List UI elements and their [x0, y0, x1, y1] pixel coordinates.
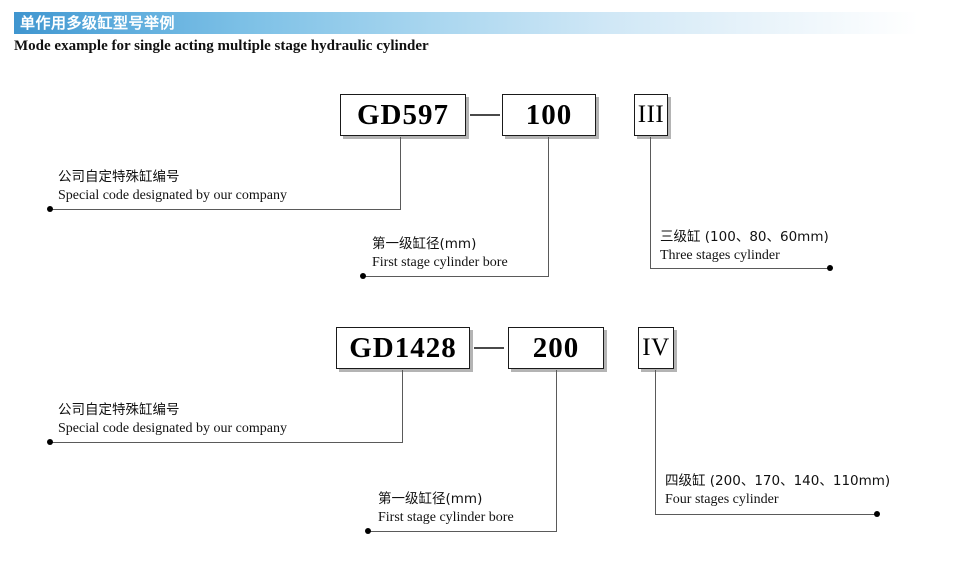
callout-en-text: Special code designated by our company [58, 421, 287, 436]
callout-en-text: Four stages cylinder [665, 492, 779, 507]
example-2-callout-stage-count: 四级缸 (200、170、140、110mm) Four stages cyli… [665, 472, 890, 509]
example-2-leader-stage-vertical [655, 370, 657, 515]
example-2-callout-first-stage-bore: 第一级缸径(mm) First stage cylinder bore [378, 490, 514, 527]
banner-title: 单作用多级缸型号举例 [20, 14, 176, 32]
example-2-leader-special-code-vertical [402, 370, 404, 443]
example-1-leader-stage-vertical [650, 137, 652, 269]
example-1-first-stage-bore-box[interactable]: 100 [502, 94, 596, 136]
example-1-leader-special-code-dot [47, 206, 53, 212]
example-1-leader-bore-dot [360, 273, 366, 279]
example-1-callout-stage-count: 三级缸 (100、80、60mm) Three stages cylinder [660, 228, 829, 265]
callout-cn-text: 四级缸 (200、170、140、110mm) [665, 473, 891, 489]
callout-cn-text: 第一级缸径(mm) [372, 236, 477, 252]
example-1-leader-bore-horizontal [363, 276, 549, 278]
example-2-leader-stage-horizontal [655, 514, 877, 516]
example-1-callout-special-code: 公司自定特殊缸编号 Special code designated by our… [58, 168, 287, 205]
example-2-callout-special-code: 公司自定特殊缸编号 Special code designated by our… [58, 401, 287, 438]
example-2-leader-special-code-dot [47, 439, 53, 445]
callout-cn-text: 公司自定特殊缸编号 [58, 402, 180, 418]
example-2-leader-special-code-horizontal [50, 442, 403, 444]
callout-en-text: First stage cylinder bore [378, 510, 514, 525]
callout-cn-text: 三级缸 (100、80、60mm) [660, 229, 829, 245]
callout-en-text: Three stages cylinder [660, 248, 780, 263]
example-1-leader-stage-dot [827, 265, 833, 271]
example-2-first-stage-bore-box[interactable]: 200 [508, 327, 604, 369]
callout-cn-text: 第一级缸径(mm) [378, 491, 483, 507]
example-2-leader-bore-dot [365, 528, 371, 534]
example-1-leader-stage-horizontal [650, 268, 830, 270]
example-2-leader-stage-dot [874, 511, 880, 517]
example-1-leader-bore-vertical [548, 137, 550, 277]
page-subtitle: Mode example for single acting multiple … [14, 38, 429, 54]
example-2-leader-bore-vertical [556, 370, 558, 532]
example-1-callout-first-stage-bore: 第一级缸径(mm) First stage cylinder bore [372, 235, 508, 272]
callout-en-text: First stage cylinder bore [372, 255, 508, 270]
section-banner [14, 12, 966, 34]
example-2-leader-bore-horizontal [368, 531, 557, 533]
callout-en-text: Special code designated by our company [58, 188, 287, 203]
example-1-connector-dash [470, 114, 500, 116]
example-2-stage-count-box[interactable]: IV [638, 327, 674, 369]
example-1-leader-special-code-horizontal [50, 209, 401, 211]
callout-cn-text: 公司自定特殊缸编号 [58, 169, 180, 185]
example-2-connector-dash [474, 347, 504, 349]
example-2-special-code-box[interactable]: GD1428 [336, 327, 470, 369]
example-1-leader-special-code-vertical [400, 137, 402, 210]
example-1-special-code-box[interactable]: GD597 [340, 94, 466, 136]
example-1-stage-count-box[interactable]: III [634, 94, 668, 136]
